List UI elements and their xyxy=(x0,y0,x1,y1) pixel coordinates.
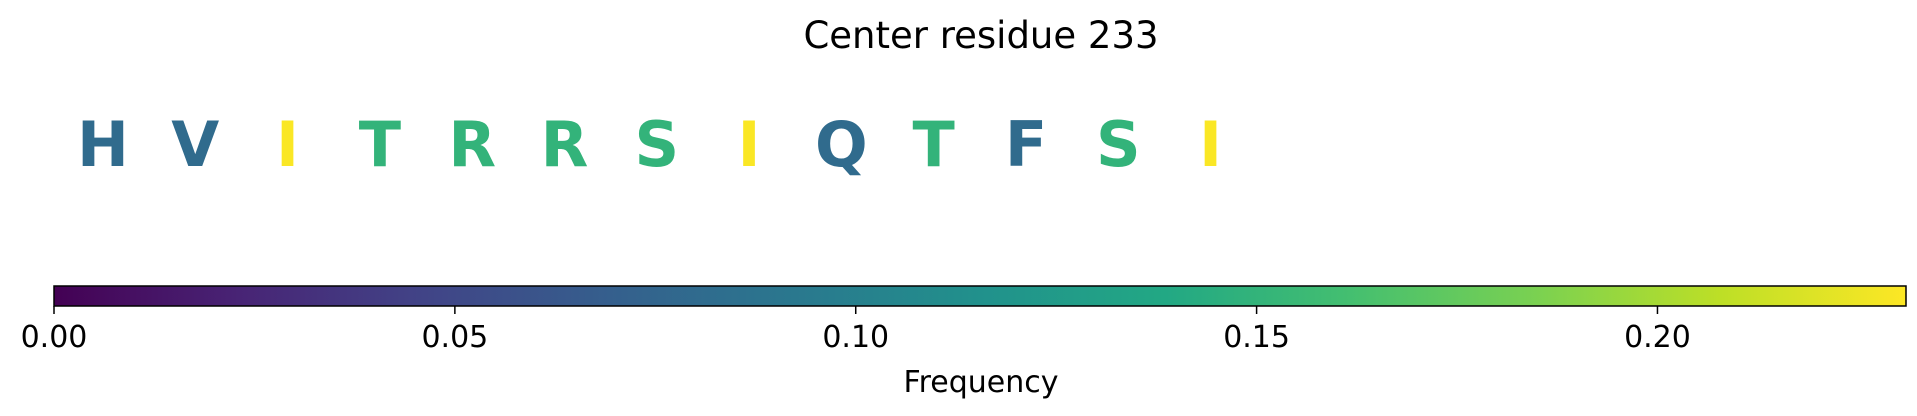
residue-letter: T xyxy=(359,108,401,181)
colorbar-tick-label: 0.05 xyxy=(421,320,488,355)
chart-title: Center residue 233 xyxy=(803,14,1158,57)
residue-letter: F xyxy=(1005,108,1047,181)
residue-letter: R xyxy=(541,108,589,181)
residue-letter: R xyxy=(448,108,496,181)
residue-letter: S xyxy=(634,108,679,181)
colorbar-ticks: 0.00 0.05 0.10 0.15 0.20 xyxy=(21,306,1691,355)
residue-letter: V xyxy=(171,108,219,181)
colorbar-tick-label: 0.10 xyxy=(822,320,889,355)
residue-letter: S xyxy=(1096,108,1141,181)
residue-letter: Q xyxy=(815,108,868,181)
colorbar xyxy=(53,285,1907,307)
residue-letter: I xyxy=(738,108,761,181)
colorbar-tick-label: 0.20 xyxy=(1624,320,1691,355)
residue-letter: T xyxy=(913,108,955,181)
colorbar-tick-label: 0.00 xyxy=(21,320,88,355)
residue-letter: I xyxy=(1199,108,1222,181)
residue-letter: H xyxy=(77,108,129,181)
residue-letter: I xyxy=(276,108,299,181)
colorbar-tick-label: 0.15 xyxy=(1223,320,1290,355)
colorbar-label: Frequency xyxy=(904,365,1059,400)
